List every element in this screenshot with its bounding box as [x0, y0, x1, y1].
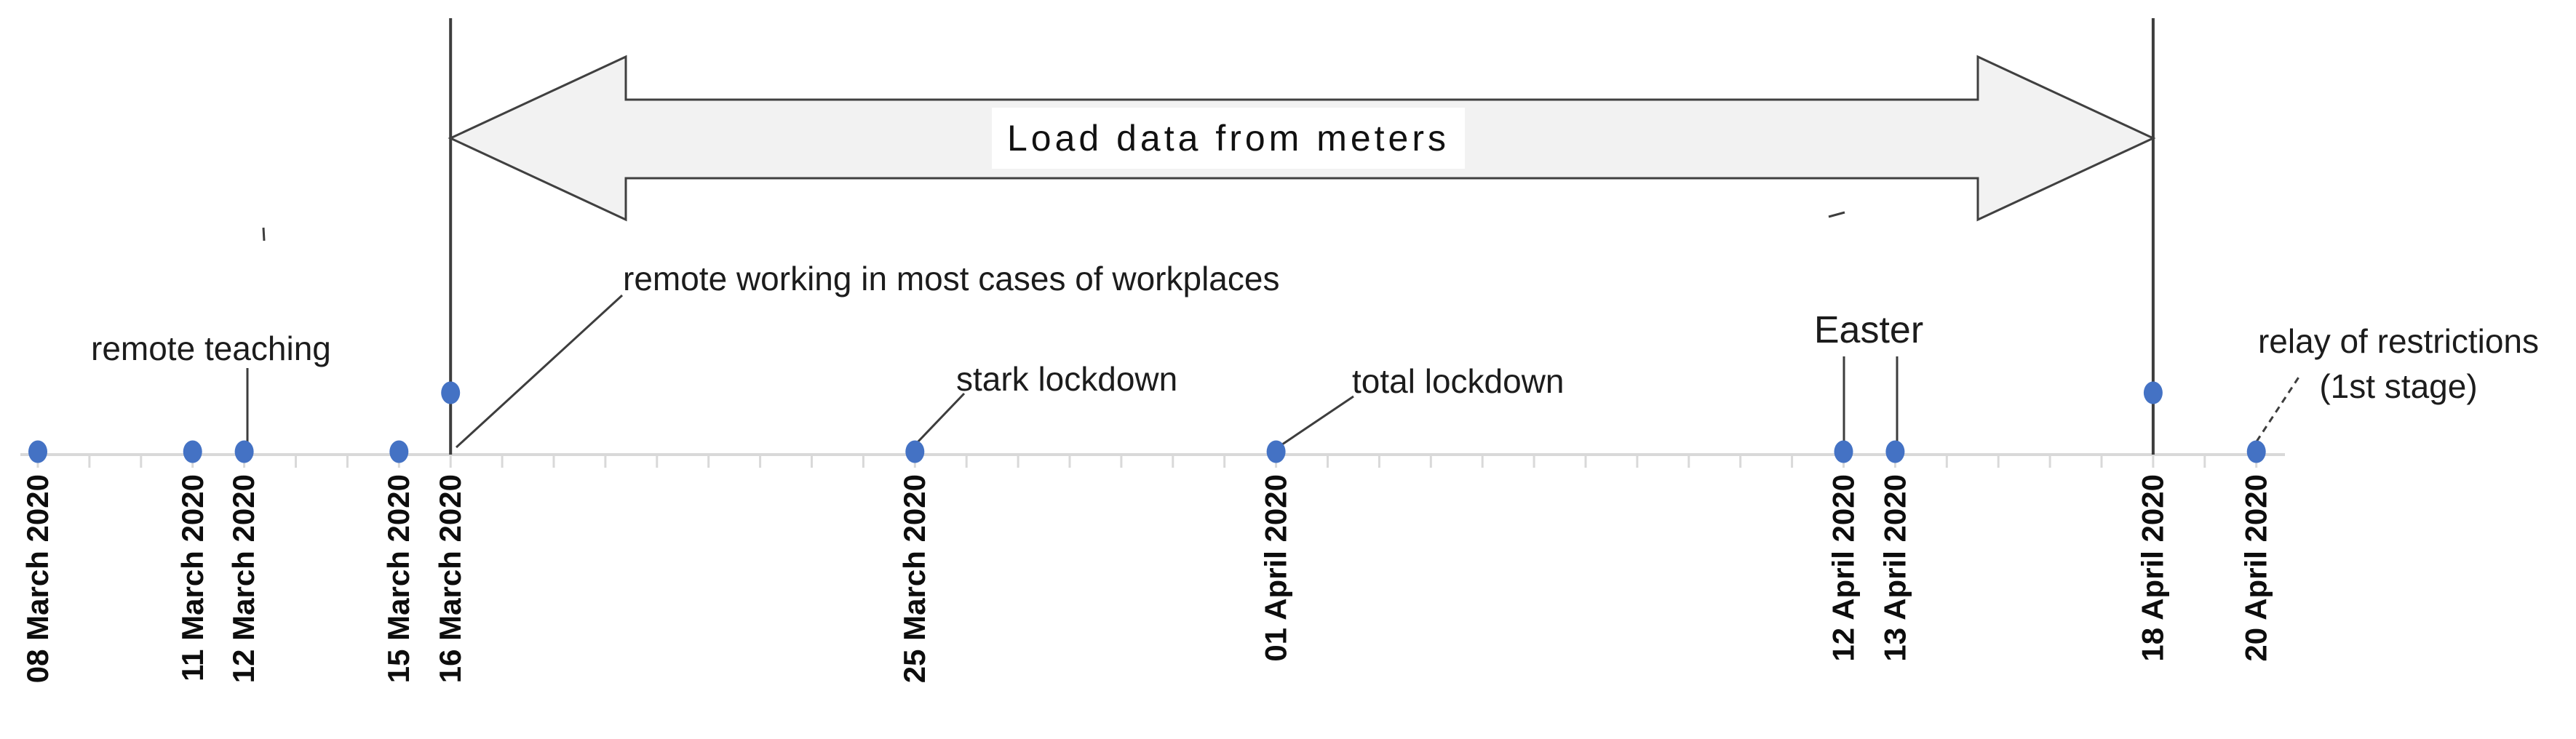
event-dot	[2143, 381, 2163, 404]
date-label: 25 March 2020	[897, 474, 932, 684]
date-label: 15 March 2020	[381, 474, 416, 684]
date-label: 01 April 2020	[1258, 474, 1293, 662]
date-label: 18 April 2020	[2135, 474, 2170, 662]
date-label: 13 April 2020	[1877, 474, 1912, 662]
event-dot	[1266, 440, 1286, 463]
leader-relay-of-restrictions	[2255, 373, 2302, 442]
event-dot	[1834, 440, 1853, 463]
relay-line-2: (1st stage)	[2319, 367, 2478, 405]
event-dot	[234, 440, 254, 463]
event-dot	[441, 381, 461, 404]
relay-line-1: relay of restrictions	[2257, 322, 2540, 360]
annotation-easter: Easter	[1813, 309, 1924, 351]
event-dot	[1885, 440, 1905, 463]
date-label: 08 March 2020	[20, 474, 55, 684]
event-dots	[28, 381, 2266, 463]
annotation-stark-lockdown: stark lockdown	[956, 360, 1178, 398]
event-dot	[389, 440, 409, 463]
event-dot	[28, 440, 47, 463]
date-label: 11 March 2020	[175, 474, 210, 682]
leader-remote-working	[455, 294, 624, 449]
event-dot	[183, 440, 202, 463]
date-label: 20 April 2020	[2238, 474, 2273, 662]
leader-stark-lockdown	[914, 392, 966, 446]
stray-mark-right	[1828, 211, 1845, 218]
arrow-label-box: Load data from meters	[992, 108, 1465, 169]
leader-total-lockdown	[1281, 395, 1354, 446]
annotation-relay-of-restrictions: relay of restrictions (1st stage)	[2258, 319, 2539, 409]
arrow-label: Load data from meters	[1006, 118, 1450, 159]
date-label: 16 March 2020	[433, 474, 468, 684]
stray-mark-left	[262, 227, 266, 241]
event-dot	[905, 440, 925, 463]
event-dot	[2246, 440, 2266, 463]
axis-ticks	[36, 456, 2258, 468]
date-label: 12 April 2020	[1826, 474, 1861, 662]
annotation-remote-teaching: remote teaching	[91, 329, 331, 367]
annotation-total-lockdown: total lockdown	[1352, 362, 1565, 400]
date-label: 12 March 2020	[226, 474, 261, 684]
annotation-remote-working: remote working in most cases of workplac…	[623, 260, 1280, 297]
